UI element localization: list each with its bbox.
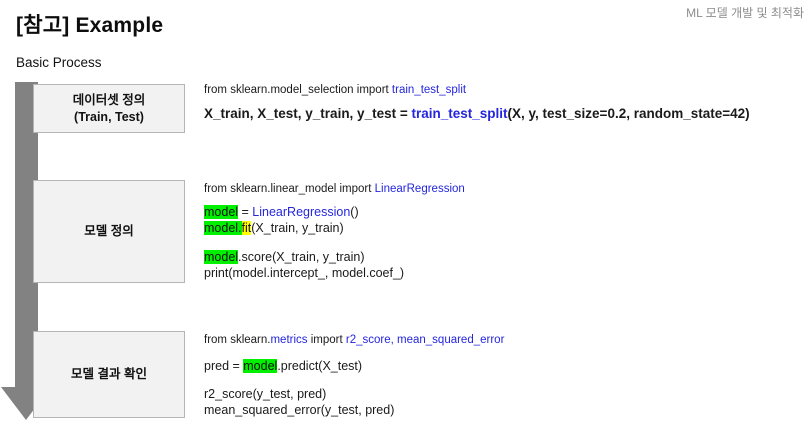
code-block-model: from sklearn.linear_model import LinearR… [204, 182, 465, 281]
code-segment: LinearRegression [374, 183, 465, 195]
code-line: from sklearn.model_selection import trai… [204, 83, 750, 98]
code-line: print(model.intercept_, model.coef_) [204, 265, 465, 281]
code-segment: train_test_split [411, 106, 508, 121]
flow-step-evaluate: 모델 결과 확인 [33, 331, 185, 418]
code-segment: model [204, 250, 239, 264]
code-segment: mean_squared_error(y_test, pred) [204, 403, 395, 417]
flow-step-label: 모델 정의 [84, 224, 134, 238]
code-line: X_train, X_test, y_train, y_test = train… [204, 105, 750, 123]
flow-step-dataset: 데이터셋 정의 (Train, Test) [33, 84, 185, 133]
page-title: [참고] Example [16, 14, 164, 37]
code-block-dataset: from sklearn.model_selection import trai… [204, 83, 750, 123]
code-segment: from sklearn. [204, 334, 271, 346]
flow-step-model: 모델 정의 [33, 180, 185, 283]
code-segment: from sklearn.model_selection import [204, 84, 392, 96]
code-segment: metrics [270, 334, 308, 346]
code-line: mean_squared_error(y_test, pred) [204, 402, 504, 418]
code-segment: (X, y, test_size=0.2, random_state=42) [507, 106, 750, 121]
code-line: model.fit(X_train, y_train) [204, 220, 465, 236]
course-label: ML 모델 개발 및 최적화 [686, 6, 804, 20]
code-block-evaluate: from sklearn.metrics import r2_score, me… [204, 333, 504, 418]
code-segment: model. [204, 221, 242, 235]
code-segment: .predict(X_test) [277, 359, 363, 373]
code-segment: fit [241, 221, 252, 235]
flow-step-label: 데이터셋 정의 (Train, Test) [72, 92, 146, 124]
flow-step-label: 모델 결과 확인 [71, 367, 147, 381]
code-line: from sklearn.linear_model import LinearR… [204, 182, 465, 197]
code-segment: X_train, X_test, y_train, y_test = [204, 106, 412, 121]
code-line: model.score(X_train, y_train) [204, 249, 465, 265]
code-segment: from sklearn.linear_model import [204, 183, 375, 195]
code-line: model = LinearRegression() [204, 204, 465, 220]
code-line: r2_score(y_test, pred) [204, 386, 504, 402]
code-segment: model [243, 359, 278, 373]
code-segment: LinearRegression [252, 205, 351, 219]
code-segment: import [307, 334, 346, 346]
code-line: pred = model.predict(X_test) [204, 358, 504, 374]
code-segment: r2_score, mean_squared_error [345, 334, 505, 346]
flow-arrow-bar [15, 82, 38, 388]
code-segment: pred = [204, 359, 244, 373]
code-segment: model [204, 205, 239, 219]
code-segment: (X_train, y_train) [251, 221, 344, 235]
code-segment: = [238, 205, 253, 219]
code-segment: .score(X_train, y_train) [238, 250, 365, 264]
code-segment: train_test_split [391, 84, 467, 96]
code-segment: print(model.intercept_, model.coef_) [204, 266, 405, 280]
code-segment: r2_score(y_test, pred) [204, 387, 327, 401]
code-segment: () [350, 205, 359, 219]
section-subtitle: Basic Process [16, 55, 102, 70]
code-line: from sklearn.metrics import r2_score, me… [204, 333, 504, 348]
